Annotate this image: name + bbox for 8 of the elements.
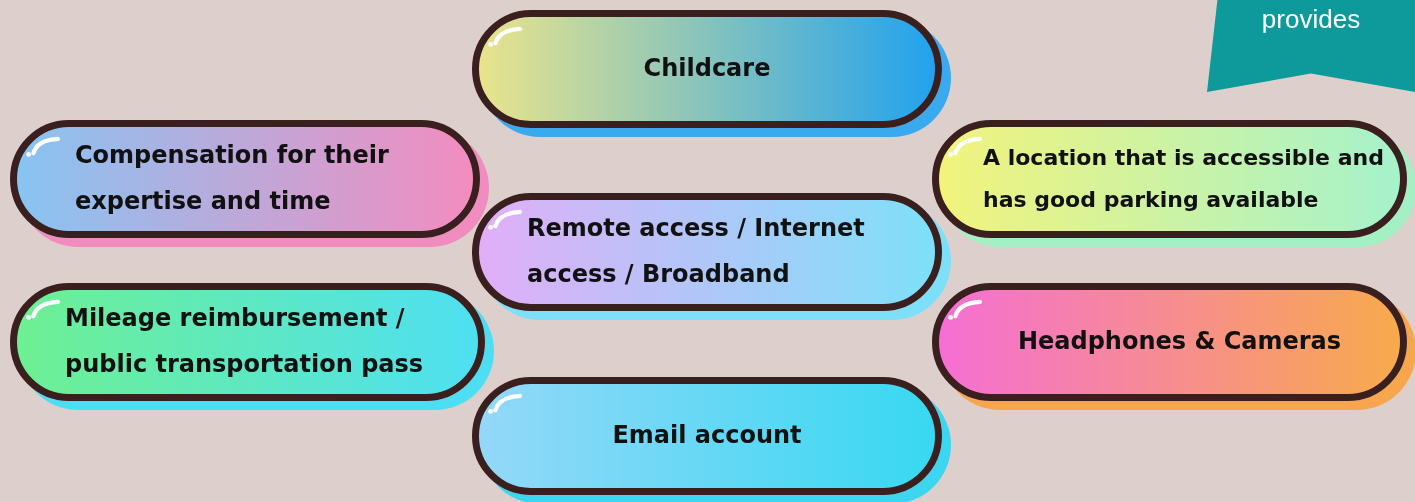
item-label: Mileage reimbursement / public transportation pass: [65, 303, 425, 380]
item-label: A location that is accessible and has good parking available: [983, 144, 1385, 214]
banner-label: provides: [1261, 4, 1361, 36]
item-label: Childcare: [643, 53, 771, 85]
item-label: Remote access / Internet access / Broadband: [527, 213, 866, 290]
item-label: Email account: [612, 420, 802, 452]
item-label: Compensation for their expertise and time: [75, 140, 390, 217]
item-label: Headphones & Cameras: [1017, 326, 1342, 358]
